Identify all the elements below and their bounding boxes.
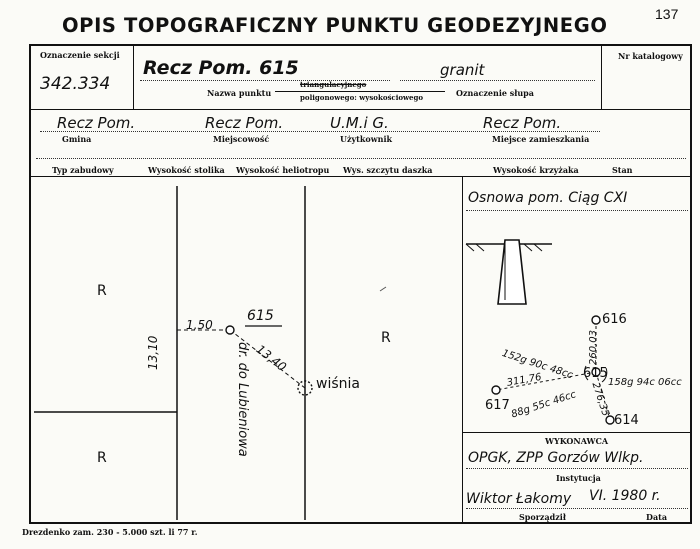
institution-label: Instytucja (556, 473, 601, 483)
monument-body (497, 239, 527, 305)
point-615-marker (225, 325, 235, 335)
field-label-r3: R (97, 450, 107, 466)
form-title: OPIS TOPOGRAFICZNY PUNKTU GEODEZYJNEGO (62, 14, 608, 37)
distance-260-03: 260,03 (588, 330, 599, 365)
point-616-marker (591, 315, 601, 325)
uzytkownik-value: U.M.i G. (330, 114, 389, 132)
ground-hatch (533, 243, 543, 252)
sporzadzil-value: Wiktor Łakomy (466, 491, 572, 507)
col-stan: Stan (612, 165, 633, 175)
institution-line (466, 468, 688, 469)
label-614: 614 (614, 413, 639, 428)
line-615-617 (495, 371, 597, 391)
point-name-line (140, 80, 390, 81)
network-caption-line (466, 210, 688, 211)
gmina-value: Recz Pom. (57, 114, 136, 132)
col-wys-szczytu-daszka: Wys. szczytu daszka (343, 165, 433, 175)
executor-header: WYKONAWCA (545, 436, 609, 446)
distance-1-50: 1,50 (186, 318, 213, 332)
col-wysokosc-krzyzaka: Wysokość krzyżaka (493, 165, 579, 175)
angle-158: 158g 94c 06cc (608, 377, 682, 388)
inset-left-border (462, 176, 463, 524)
angle-arc (584, 365, 589, 381)
zamieszkania-label: Miejsce zamieszkania (492, 134, 590, 144)
angle-arc (601, 367, 608, 383)
post-label: Oznaczenie słupa (456, 88, 534, 98)
label-615: 615 (583, 366, 608, 381)
small-mark (379, 286, 387, 292)
catalog-label: Nr katalogowy (618, 51, 683, 61)
header-bottom-line (29, 109, 692, 110)
network-caption: Osnowa pom. Ciąg CXI (468, 190, 628, 206)
institution-value: OPGK, ZPP Gorzów Wlkp. (468, 450, 644, 466)
point-type-polygon: poligonowego: wysokościowego (300, 93, 424, 102)
label-616: 616 (602, 312, 627, 327)
field-label-r1: R (97, 283, 107, 299)
form-frame (29, 44, 692, 524)
printer-footer: Drezdenko zam. 230 - 5.000 szt. li 77 r. (22, 527, 198, 537)
ground-hatch (475, 243, 485, 252)
zamieszkania-value: Recz Pom. (483, 114, 562, 132)
ground-hatch (465, 243, 475, 252)
miejscowosc-value: Recz Pom. (205, 114, 284, 132)
date-value: VI. 1980 r. (589, 488, 661, 504)
col-typ-zabudowy: Typ zabudowy (52, 165, 114, 175)
post-line (400, 80, 595, 81)
executor-top-line (462, 432, 692, 433)
label-617: 617 (485, 398, 510, 413)
point-name-value: Recz Pom. 615 (143, 57, 299, 79)
ground-hatch (523, 243, 533, 252)
uzytkownik-label: Użytkownik (340, 134, 393, 144)
point-614-marker (605, 415, 615, 425)
signature-line (466, 508, 688, 509)
field-label-r2: R (381, 330, 391, 346)
post-value: granit (440, 61, 485, 79)
section-label: Oznaczenie sekcji (40, 50, 120, 60)
tree-symbol (297, 380, 313, 396)
tree-label: wiśnia (316, 376, 360, 392)
date-label: Data (646, 512, 667, 522)
miejscowosc-label: Miejscowość (213, 134, 270, 144)
point-617-marker (491, 385, 501, 395)
section-value: 342.334 (40, 74, 111, 94)
page-number: 137 (655, 6, 679, 22)
point-615-marker (591, 367, 601, 377)
columns-top-line (36, 158, 686, 159)
line-615-614 (595, 371, 611, 421)
catalog-divider (601, 44, 602, 110)
columns-bottom-line (29, 176, 692, 177)
col-wysokosc-stolika: Wysokość stolika (148, 165, 225, 175)
point-name-label: Nazwa punktu (207, 88, 272, 98)
section-divider (133, 44, 134, 110)
tree-dashline (229, 329, 306, 389)
location-line (40, 131, 600, 132)
sketch-point-label: 615 (247, 308, 274, 324)
point-type-triangulation: triangulacyjnego (300, 80, 367, 89)
col-wysokosc-heliotropu: Wysokość heliotropu (236, 165, 330, 175)
sporzadzil-label: Sporządził (519, 512, 566, 522)
gmina-label: Gmina (62, 134, 92, 144)
point-type-fraction-line (275, 91, 445, 92)
